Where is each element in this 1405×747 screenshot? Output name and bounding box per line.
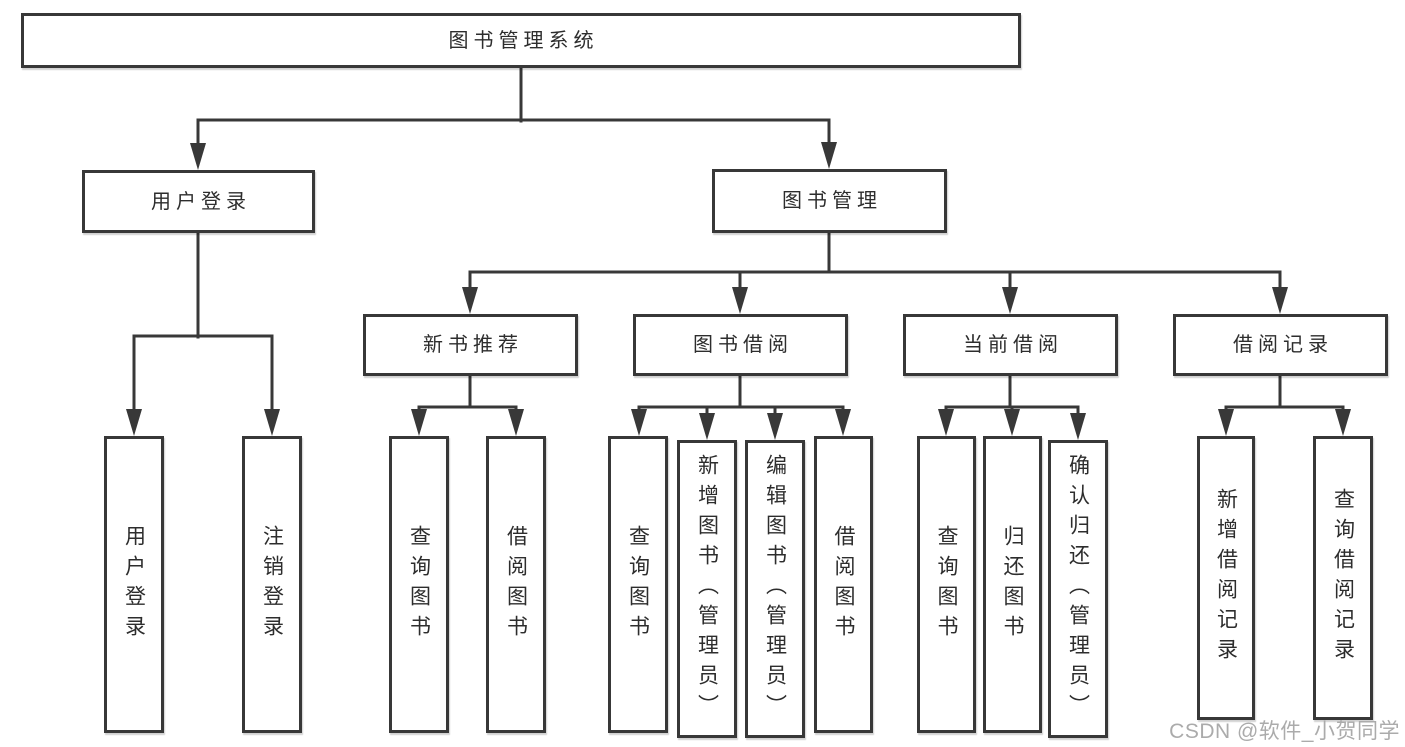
tree-rails: [132, 66, 1345, 409]
arrowhead-icon: [767, 413, 783, 440]
leaf-query-borrow-record: 查询借阅记录: [1313, 436, 1373, 720]
node-label: 新书推荐: [423, 334, 523, 356]
leaf-return-book: 归还图书: [983, 436, 1042, 733]
node-label: 图书借阅: [693, 334, 793, 356]
node-label: 借阅图书: [832, 524, 855, 645]
leaf-borrow-books-recommend: 借阅图书: [486, 436, 546, 733]
node-label: 图书管理: [782, 190, 882, 212]
node-current-borrowing: 当前借阅: [903, 314, 1118, 376]
leaf-borrow-books: 借阅图书: [814, 436, 873, 733]
node-label: 用户登录: [151, 190, 251, 213]
leaf-add-borrow-record: 新增借阅记录: [1197, 436, 1255, 720]
leaf-query-books-borrow: 查询图书: [608, 436, 668, 733]
arrow-heads: [126, 142, 1351, 440]
node-label: 用户登录: [122, 524, 146, 645]
arrowhead-icon: [1002, 287, 1018, 314]
node-label: 借阅记录: [1233, 334, 1333, 356]
arrowhead-icon: [1335, 409, 1351, 436]
node-label: 编辑图书（管理员）: [763, 454, 787, 724]
arrowhead-icon: [1218, 409, 1234, 436]
arrowhead-icon: [821, 142, 837, 169]
arrowhead-icon: [732, 287, 748, 314]
node-label: 查询图书: [935, 524, 958, 645]
node-root-system: 图书管理系统: [21, 13, 1021, 68]
csdn-watermark: CSDN @软件_小贺同学: [1169, 720, 1400, 743]
arrowhead-icon: [938, 409, 954, 436]
node-label: 查询图书: [626, 524, 650, 645]
node-book-management-group: 图书管理: [712, 169, 947, 233]
node-user-login-group: 用户登录: [82, 170, 315, 233]
arrowhead-icon: [631, 409, 647, 436]
node-label: 当前借阅: [963, 334, 1063, 356]
node-label: 新增图书（管理员）: [695, 454, 719, 724]
node-label: 借阅图书: [504, 524, 528, 645]
leaf-user-login: 用户登录: [104, 436, 164, 733]
leaf-edit-book-admin: 编辑图书（管理员）: [745, 440, 805, 738]
node-new-book-recommend: 新书推荐: [363, 314, 578, 376]
node-label: 确认归还（管理员）: [1066, 454, 1090, 724]
leaf-query-books-recommend: 查询图书: [389, 436, 449, 733]
leaf-query-books-current: 查询图书: [917, 436, 976, 733]
arrowhead-icon: [264, 409, 280, 436]
arrowhead-icon: [190, 143, 206, 170]
leaf-confirm-return-admin: 确认归还（管理员）: [1048, 440, 1108, 738]
arrowhead-icon: [411, 409, 427, 436]
node-label: 新增借阅记录: [1214, 488, 1238, 668]
node-book-borrowing: 图书借阅: [633, 314, 848, 376]
leaf-add-book-admin: 新增图书（管理员）: [677, 440, 737, 738]
node-label: 图书管理系统: [448, 29, 599, 52]
node-borrowing-records: 借阅记录: [1173, 314, 1388, 376]
node-label: 查询图书: [407, 524, 431, 645]
node-label: 注销登录: [260, 524, 284, 645]
node-label: 查询借阅记录: [1331, 488, 1355, 668]
arrowhead-icon: [462, 287, 478, 314]
arrowhead-icon: [126, 409, 142, 436]
arrowhead-icon: [699, 413, 715, 440]
arrowhead-icon: [1272, 287, 1288, 314]
arrowhead-icon: [835, 409, 851, 436]
arrowhead-icon: [508, 409, 524, 436]
leaf-logout: 注销登录: [242, 436, 302, 733]
node-label: 归还图书: [1001, 524, 1024, 645]
arrowhead-icon: [1070, 413, 1086, 440]
arrowhead-icon: [1004, 409, 1020, 436]
